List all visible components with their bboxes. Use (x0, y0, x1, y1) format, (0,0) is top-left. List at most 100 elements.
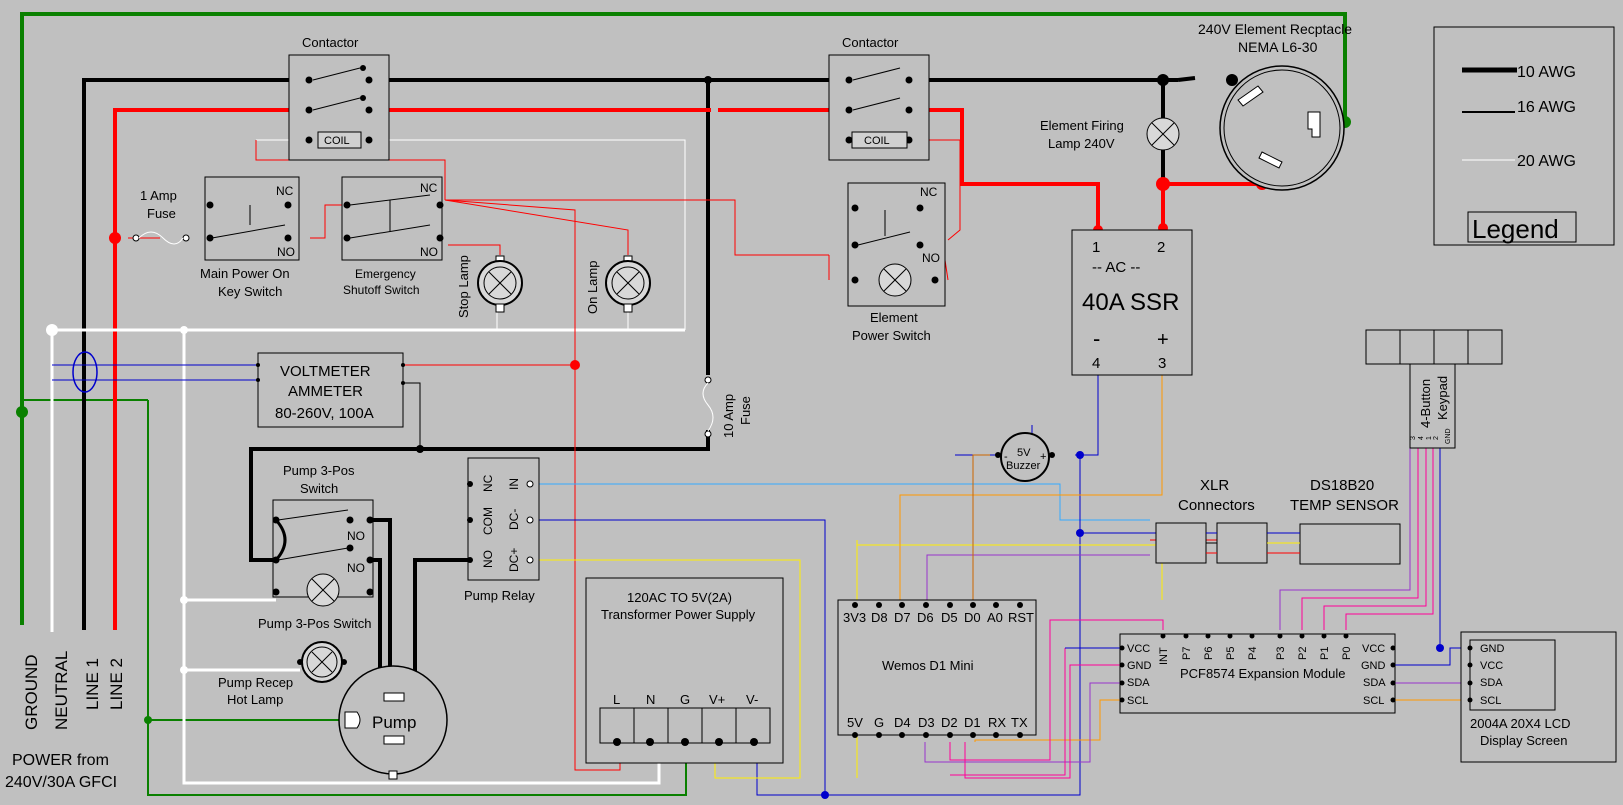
pump-relay-dcp: DC+ (507, 548, 521, 572)
buzzer-label-line1: 5V (1017, 447, 1031, 459)
keypad-pin-3: 3 (1410, 436, 1417, 440)
wemos-pin-d7: D7 (894, 610, 911, 625)
wemos-d1-mini: Wemos D1 Mini 3V3 D8 D7 D6 D5 D0 A0 RST … (837, 599, 1037, 738)
buzzer: 5V Buzzer - + (995, 432, 1055, 482)
pcf-pin-p3: P3 (1275, 647, 1287, 660)
contactor-right-title: Contactor (842, 35, 899, 50)
keypad-label-line2: Keypad (1435, 376, 1450, 420)
element-lamp-label-line1: Element Firing (1040, 118, 1124, 133)
fuse-10a: 10 Amp Fuse (702, 376, 753, 438)
pcf-left-gnd: GND (1127, 660, 1152, 672)
wemos-pin-tx: TX (1011, 715, 1028, 730)
element-switch-nc: NC (920, 185, 938, 199)
pump-lamp-label-line2: Hot Lamp (227, 692, 283, 707)
pcf-pin-p0: P0 (1341, 647, 1353, 660)
temp-sensor: DS18B20 TEMP SENSOR (1206, 477, 1401, 565)
wemos-pin-g: G (874, 715, 884, 730)
pcf-right-pins: VCC GND SDA SCL (1361, 643, 1386, 707)
wemos-pin-dots (852, 602, 1023, 738)
pcf-left-vcc: VCC (1127, 643, 1150, 655)
pump-relay-com: COM (481, 507, 495, 535)
wemos-top-pins: 3V3 D8 D7 D6 D5 D0 A0 RST (843, 610, 1034, 625)
temp-sensor-label-line1: DS18B20 (1310, 477, 1374, 494)
lcd-pin-sda: SDA (1480, 677, 1503, 689)
wemos-label: Wemos D1 Mini (882, 658, 974, 673)
wemos-pin-d5: D5 (941, 610, 958, 625)
xlr-connectors: XLR Connectors (1155, 477, 1268, 564)
element-switch-label-line2: Power Switch (852, 328, 931, 343)
meter-label-line1: VOLTMETER (280, 363, 371, 380)
pump-3pos-switch: Pump 3-Pos Switch NO NO Pump 3-Pos Switc… (258, 463, 374, 631)
receptacle: 240V Element Recptacle NEMA L6-30 (1198, 21, 1352, 191)
contactor-right: Contactor COIL (828, 35, 930, 161)
wemos-pin-d0: D0 (964, 610, 981, 625)
keypad: 4-Button Keypad 3 4 1 2 GND (1365, 329, 1503, 449)
legend: 10 AWG 16 AWG 20 AWG Legend (1433, 26, 1615, 246)
pcf-pin-dots (1119, 633, 1396, 703)
power-supply: 120AC TO 5V(2A) Transformer Power Supply… (585, 577, 784, 764)
psu-label-line2: Transformer Power Supply (601, 607, 756, 622)
keypad-pin-4: 4 (1418, 436, 1425, 440)
temp-sensor-label-line2: TEMP SENSOR (1290, 497, 1399, 514)
element-switch-no: NO (922, 251, 940, 265)
pcf-pin-p1: P1 (1319, 647, 1331, 660)
lcd-pin-gnd: GND (1480, 643, 1505, 655)
power-line-labels: GROUND NEUTRAL LINE 1 LINE 2 POWER from … (5, 651, 126, 791)
pcf-label: PCF8574 Expansion Module (1180, 666, 1346, 681)
psu-label-line1: 120AC TO 5V(2A) (627, 590, 732, 605)
wemos-pin-d8: D8 (871, 610, 888, 625)
keypad-pins: 3 4 1 2 GND (1410, 428, 1452, 444)
fuse-10a-label-line1: 10 Amp (721, 394, 736, 438)
pump-switch-title-line2: Switch (300, 481, 338, 496)
psu-terminal-g: G (680, 692, 690, 707)
psu-terminal-l: L (613, 692, 620, 707)
buzzer-plus: + (1040, 451, 1046, 463)
pcf-left-sda: SDA (1127, 677, 1150, 689)
stop-lamp: Stop Lamp (456, 255, 523, 318)
ssr-pin4: 4 (1092, 355, 1100, 372)
pump-recep-lamp: Pump Recep Hot Lamp (218, 641, 347, 707)
pump-relay-caption: Pump Relay (464, 588, 535, 603)
element-power-switch: NC NO Element Power Switch (847, 182, 946, 343)
wemos-pin-a0: A0 (987, 610, 1003, 625)
pcf-pin-p7: P7 (1181, 647, 1193, 660)
pcf-pin-int: INT (1158, 647, 1170, 665)
contactor-left: Contactor COIL (288, 35, 390, 161)
xlr-label-line2: Connectors (1178, 497, 1255, 514)
legend-title: Legend (1472, 214, 1559, 244)
main-switch-no: NO (277, 245, 295, 259)
keypad-pin-2: 2 (1433, 436, 1440, 440)
pump-switch-caption: Pump 3-Pos Switch (258, 616, 371, 631)
fuse-1a-label-line1: 1 Amp (140, 188, 177, 203)
pump-label: Pump (372, 713, 416, 732)
low-voltage-wires (530, 375, 1470, 796)
pcf-pin-p5: P5 (1225, 647, 1237, 660)
keypad-label-line1: 4-Button (1418, 379, 1433, 428)
pcf-right-scl: SCL (1363, 695, 1384, 707)
pcf-left-pins: VCC GND SDA SCL (1127, 643, 1152, 707)
wemos-pin-rx: RX (988, 715, 1006, 730)
estop-no: NO (420, 245, 438, 259)
receptacle-title-line2: NEMA L6-30 (1238, 39, 1318, 55)
pump-relay-no: NO (481, 550, 495, 568)
pump-relay-nc: NC (481, 474, 495, 492)
ground-label: GROUND (22, 654, 41, 730)
line2-label: LINE 2 (107, 658, 126, 710)
meter-label-line2: AMMETER (288, 383, 363, 400)
pump-relay-dcm: DC- (507, 509, 521, 530)
element-switch-label-line1: Element (870, 310, 918, 325)
pump-relay: NC COM NO IN DC- DC+ Pump Relay (464, 457, 540, 603)
buzzer-label-line2: Buzzer (1006, 460, 1041, 472)
fuse-1a: 1 Amp Fuse (132, 188, 190, 245)
lcd-display: GND VCC SDA SCL 2004A 20X4 LCD Display S… (1460, 631, 1617, 763)
pcf-pin-p6: P6 (1203, 647, 1215, 660)
main-power-key-switch: NC NO Main Power On Key Switch (200, 176, 300, 299)
contactor-left-title: Contactor (302, 35, 359, 50)
lcd-pin-vcc: VCC (1480, 660, 1503, 672)
ssr-pin2: 2 (1157, 239, 1165, 256)
wemos-pin-d4: D4 (894, 715, 911, 730)
psu-terminal-n: N (646, 692, 655, 707)
ssr-plus: + (1157, 329, 1169, 351)
pump-switch-title-line1: Pump 3-Pos (283, 463, 355, 478)
contactor-right-coil: COIL (864, 135, 890, 147)
